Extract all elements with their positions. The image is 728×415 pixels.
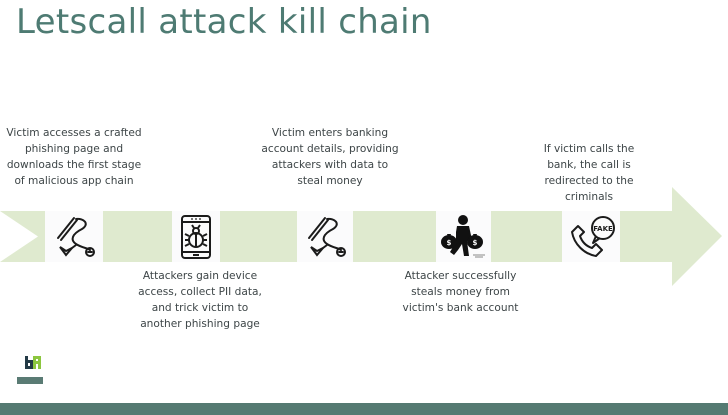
step-5-caption: If victim calls the bank, the call is re… — [543, 143, 635, 203]
step-2-caption: Attackers gain device access, collect PI… — [138, 270, 262, 330]
step-3-caption: Victim enters banking account details, p… — [261, 127, 399, 187]
fishing-hook-icon — [57, 216, 95, 257]
fake-phone-call-icon: FAKE — [571, 215, 615, 257]
fake-label: FAKE — [593, 225, 613, 233]
thief-money-bags-icon: $ $ — [440, 214, 485, 257]
svg-text:$: $ — [446, 239, 451, 247]
step-2-icon-box — [172, 211, 220, 262]
company-logo — [25, 356, 41, 369]
page-title: Letscall attack kill chain — [16, 2, 432, 42]
step-1-icon-box — [45, 211, 103, 262]
step-4-icon-box: $ $ — [436, 211, 491, 262]
svg-text:$: $ — [472, 239, 477, 247]
step-5-icon-box: FAKE — [562, 211, 620, 262]
step-4-caption: Attacker successfully steals money from … — [402, 270, 519, 314]
step-3-icon-box — [297, 211, 353, 262]
fishing-hook-icon — [308, 216, 346, 257]
step-1-caption: Victim accesses a crafted phishing page … — [6, 127, 142, 187]
smartphone-bug-icon — [181, 214, 211, 259]
logo-bar — [17, 377, 43, 384]
footer-bar — [0, 403, 728, 415]
